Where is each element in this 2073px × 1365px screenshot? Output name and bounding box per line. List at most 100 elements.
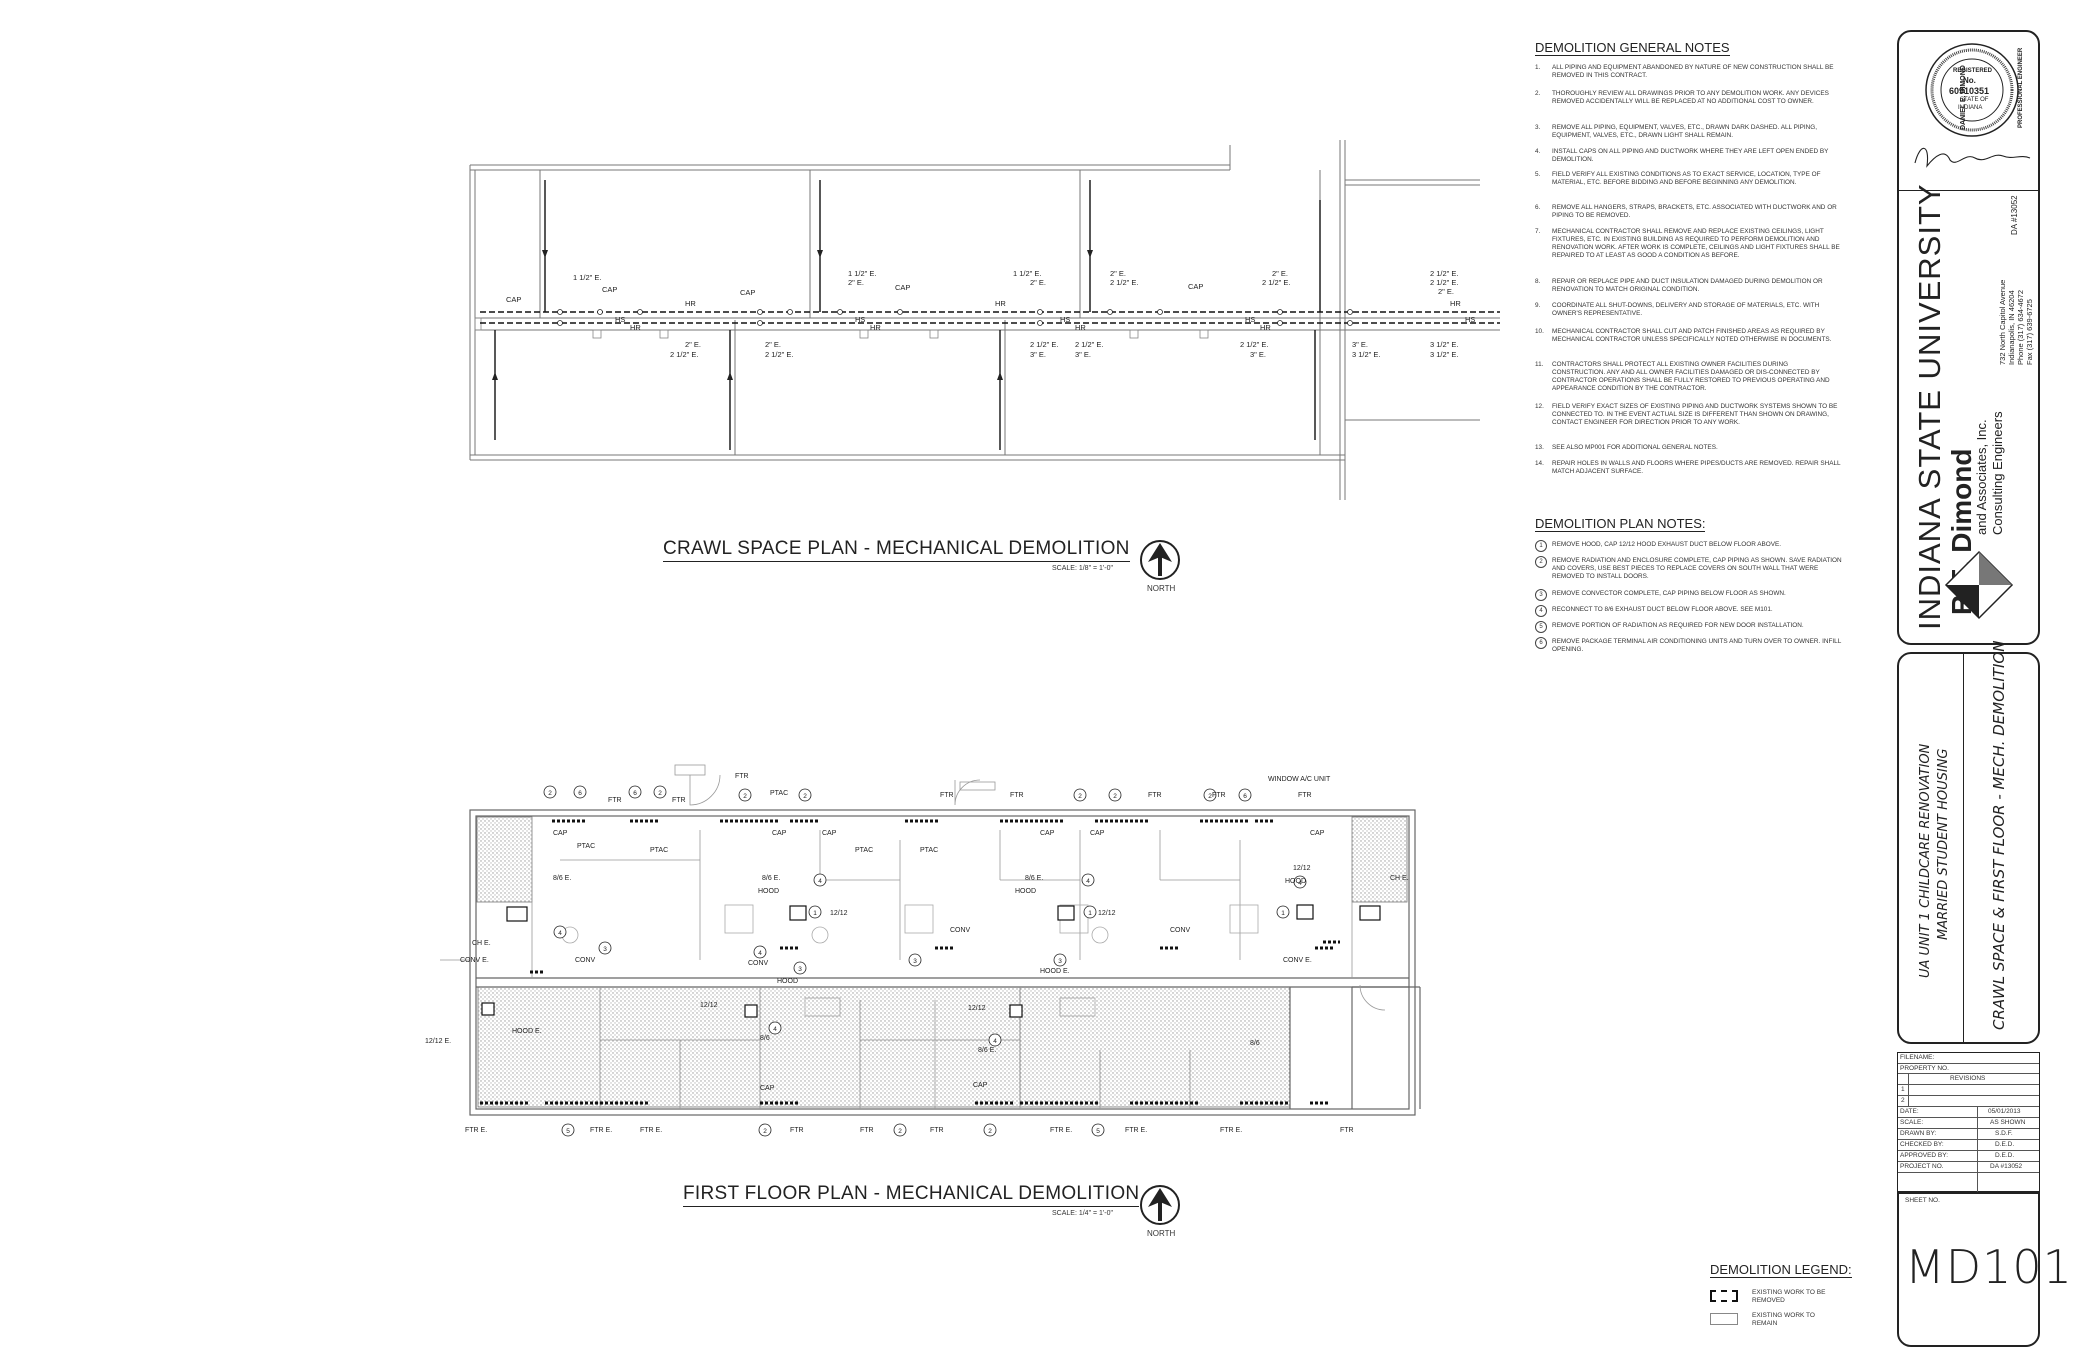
crawl-label: 2" E. <box>1272 269 1288 278</box>
plan-label: CAP <box>973 1082 988 1089</box>
crawl-label: 2 1/2" E. <box>1262 278 1291 287</box>
crawl-label: 2" E. <box>1110 269 1126 278</box>
plan-label: CAP <box>1090 830 1105 837</box>
firm-sub2: Consulting Engineers <box>1990 411 2005 535</box>
drawn-label: DRAWN BY: <box>1900 1130 1937 1137</box>
crawl-label: HR <box>870 323 881 332</box>
plan-label: FTR E. <box>640 1127 662 1134</box>
crawl-label: 2" E. <box>1030 278 1046 287</box>
plan-label: 8/6 E. <box>553 875 571 882</box>
callout-number: 2 <box>1078 793 1082 800</box>
plan-label: FTR E. <box>590 1127 612 1134</box>
crawl-label: CAP <box>506 295 521 304</box>
crawl-label: HS <box>1060 315 1070 324</box>
legend-removed-swatch <box>1710 1290 1738 1302</box>
plan-label: CONV <box>748 960 769 967</box>
north-label: NORTH <box>1147 584 1176 593</box>
approved-label: APPROVED BY: <box>1900 1152 1949 1159</box>
crawl-label: 2 1/2" E. <box>1240 340 1269 349</box>
plan-label: 12/12 <box>830 910 848 917</box>
crawl-label: 3" E. <box>1250 350 1266 359</box>
crawl-label: HS <box>615 315 625 324</box>
plan-label: 12/12 <box>700 1002 718 1009</box>
plan-label: FTR <box>1298 792 1312 799</box>
crawl-label: CAP <box>1188 282 1203 291</box>
legend-remain-label: EXISTING WORK TO REMAIN <box>1752 1312 1815 1327</box>
plan-label: 12/12 <box>1293 865 1311 872</box>
plan-label: CONV <box>1170 927 1191 934</box>
sheet-title: CRAWL SPACE & FIRST FLOOR - MECH. DEMOLI… <box>1990 640 2008 1030</box>
plan-label: FTR <box>940 792 954 799</box>
callout-number: 2 <box>763 1128 767 1135</box>
crawl-label: 3" E. <box>1075 350 1091 359</box>
rev-1: 1 <box>1901 1086 1905 1093</box>
plan-label: PTAC <box>770 790 788 797</box>
crawl-label: 2 1/2" E. <box>1430 278 1459 287</box>
callout-number: 4 <box>558 930 562 937</box>
signature-icon <box>1914 147 2031 168</box>
plan-label: WINDOW A/C UNIT <box>1268 776 1331 783</box>
callout-number: 2 <box>988 1128 992 1135</box>
north-arrow-icon <box>1140 540 1180 580</box>
crawl-label: 2 1/2" E. <box>1030 340 1059 349</box>
plan-label: FTR <box>672 797 686 804</box>
plan-label: FTR <box>1340 1127 1354 1134</box>
plan-notes-heading: DEMOLITION PLAN NOTES: <box>1535 516 1706 532</box>
plan-label: CONV <box>575 957 596 964</box>
plan-label: FTR <box>860 1127 874 1134</box>
sheet-number-box <box>1897 1192 2040 1347</box>
firm-logo-icon <box>1944 550 2014 620</box>
firm-address-1: 732 North Capitol Avenue <box>1998 279 2007 365</box>
crawl-label: CAP <box>895 283 910 292</box>
scale-value: AS SHOWN <box>1990 1119 2026 1126</box>
crawl-label: 2" E. <box>765 340 781 349</box>
callout-number: 4 <box>1298 880 1302 887</box>
plan-label: HOOD <box>758 888 779 895</box>
plan-label: 12/12 <box>968 1005 986 1012</box>
firm-fax: Fax (317) 639-6725 <box>2025 299 2034 365</box>
callout-number: 3 <box>1058 958 1062 965</box>
first-plan-title: FIRST FLOOR PLAN - MECHANICAL DEMOLITION <box>683 1183 1140 1207</box>
callout-number: 2 <box>898 1128 902 1135</box>
crawl-label: HR <box>995 299 1006 308</box>
plan-label: CH E. <box>1390 875 1409 882</box>
crawl-label: 3 1/2" E. <box>1430 350 1459 359</box>
plan-label: 8/6 <box>760 1035 770 1042</box>
crawl-label: 2" E. <box>1438 287 1454 296</box>
scale-label: SCALE: <box>1900 1119 1924 1126</box>
north-label: NORTH <box>1147 1229 1176 1238</box>
plan-label: FTR <box>735 773 749 780</box>
crawl-label: HR <box>630 323 641 332</box>
seal-registered: REGISTERED <box>1953 68 1993 74</box>
callout-number: 1 <box>1281 910 1285 917</box>
callout-number: 4 <box>773 1026 777 1033</box>
firm-da: DA #13052 <box>2010 195 2019 235</box>
crawl-plan-title: CRAWL SPACE PLAN - MECHANICAL DEMOLITION <box>663 538 1130 562</box>
general-notes-list: 1.ALL PIPING AND EQUIPMENT ABANDONED BY … <box>1535 64 1841 475</box>
seal-indiana: INDIANA <box>1958 105 1983 111</box>
plan-label: CONV E. <box>1283 957 1312 964</box>
revisions-label: REVISIONS <box>1950 1075 1986 1082</box>
callout-number: 2 <box>658 790 662 797</box>
plan-label: FTR E. <box>1050 1127 1072 1134</box>
title-divider <box>1899 190 2038 191</box>
plan-label: 8/6 E. <box>1025 875 1043 882</box>
plan-label: CAP <box>1310 830 1325 837</box>
crawl-label: HR <box>685 299 696 308</box>
crawl-label: 2 1/2" E. <box>670 350 699 359</box>
engineer-seal-icon <box>1925 43 2019 137</box>
crawl-label: CAP <box>602 285 617 294</box>
plan-label: HOOD E. <box>1040 968 1070 975</box>
crawl-label: 3" E. <box>1352 340 1368 349</box>
filename-label: FILENAME: <box>1900 1054 1935 1061</box>
crawl-plan-scale: SCALE: 1/8" = 1'-0" <box>1052 565 1113 572</box>
plan-label: PTAC <box>577 843 595 850</box>
crawl-label: 2 1/2" E. <box>1430 269 1459 278</box>
plan-label: HOOD <box>1015 888 1036 895</box>
legend-remain-swatch <box>1710 1313 1738 1325</box>
plan-label: HOOD E. <box>512 1028 542 1035</box>
crawl-label: 1 1/2" E. <box>1013 269 1042 278</box>
plan-label: FTR <box>608 797 622 804</box>
seal-state: STATE OF <box>1960 97 1989 103</box>
